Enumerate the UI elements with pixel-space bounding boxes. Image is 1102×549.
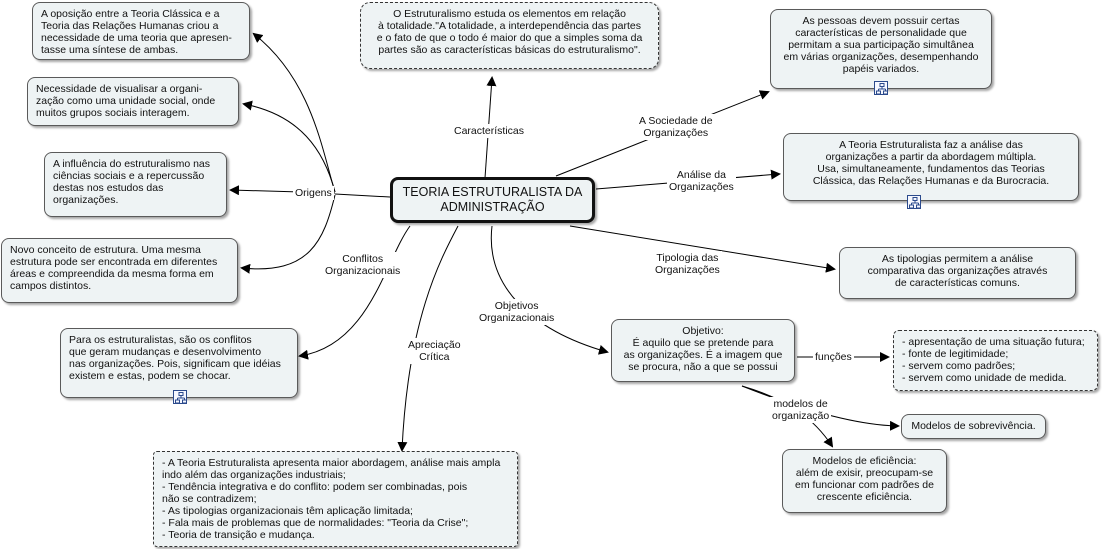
label-modelos: modelos de organização: [770, 397, 832, 423]
node-caracteristicas[interactable]: O Estruturalismo estuda os elementos em …: [360, 2, 659, 69]
node-origem-2[interactable]: Necessidade de visualisar a organi- zaçã…: [27, 77, 239, 126]
label-funcoes: funções: [813, 350, 854, 364]
node-conflitos[interactable]: Para os estruturalistas, são os conflito…: [60, 328, 298, 398]
hierarchy-icon[interactable]: [173, 390, 187, 404]
node-origem-4[interactable]: Novo conceito de estrutura. Uma mesma es…: [1, 238, 238, 303]
link-conflitos: [298, 225, 411, 360]
node-objetivo[interactable]: Objetivo: É aquilo que se pretende para …: [611, 319, 795, 382]
node-tipologia[interactable]: As tipologias permitem a análise compara…: [839, 247, 1076, 299]
link-origens-1: [252, 32, 336, 193]
label-caracteristicas: Características: [452, 124, 527, 138]
node-eficiencia[interactable]: Modelos de eficiência: além de exisir, p…: [782, 449, 947, 513]
node-analise[interactable]: A Teoria Estruturalista faz a análise da…: [783, 133, 1079, 201]
node-origem-3[interactable]: A influência do estruturalismo nas ciênc…: [44, 152, 227, 217]
label-sociedade: A Sociedade de Organizações: [637, 114, 715, 140]
label-analise: Análise da Organizações: [667, 168, 736, 194]
label-conflitos: Conflitos Organizacionais: [323, 252, 403, 278]
node-funcoes[interactable]: - apresentação de uma situação futura; -…: [893, 330, 1098, 391]
label-objetivos: Objetivos Organizacionais: [477, 299, 557, 325]
hierarchy-icon[interactable]: [907, 195, 921, 209]
central-title: TEORIA ESTRUTURALISTA DA ADMINISTRAÇÃO: [402, 185, 583, 214]
link-apreciacao: [397, 225, 459, 452]
label-apreciacao: Apreciação Crítica: [406, 338, 463, 364]
node-sociedade[interactable]: As pessoas devem possuir certas caracter…: [770, 9, 992, 89]
node-origem-1[interactable]: A oposição entre a Teoria Clássica e a T…: [32, 2, 250, 60]
hierarchy-icon[interactable]: [874, 81, 888, 95]
central-topic[interactable]: TEORIA ESTRUTURALISTA DA ADMINISTRAÇÃO: [390, 177, 595, 223]
link-origens-4: [240, 194, 336, 274]
node-sobrevivencia[interactable]: Modelos de sobrevivência.: [901, 414, 1046, 439]
node-apreciacao[interactable]: - A Teoria Estruturalista apresenta maio…: [153, 451, 518, 547]
label-tipologia: Tipologia das Organizações: [653, 251, 722, 277]
link-objetivos: [490, 225, 609, 355]
link-origens-2: [242, 100, 336, 193]
label-origens: Origens: [293, 186, 334, 200]
link-tipologia: [569, 225, 836, 273]
